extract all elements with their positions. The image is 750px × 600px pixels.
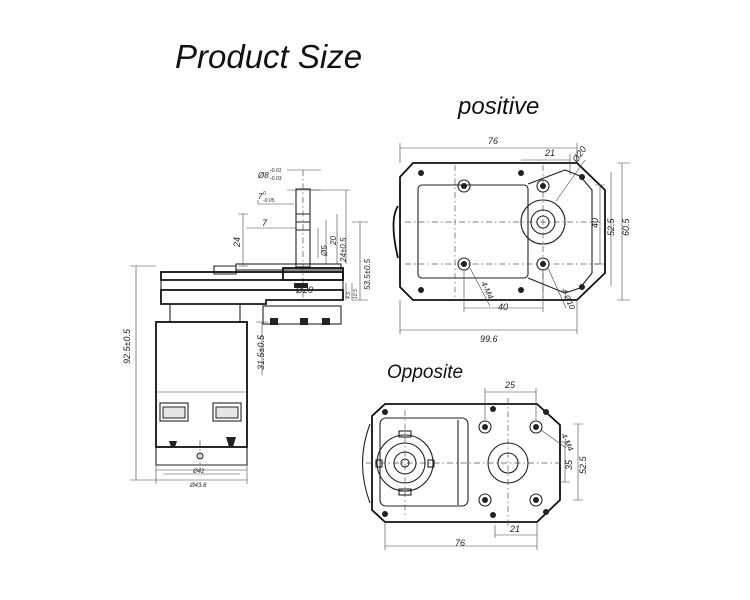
corner-screw <box>418 170 424 176</box>
dim-40-positive-horizontal: 40 <box>498 302 508 312</box>
dim-24: 24 <box>232 237 242 248</box>
dim-52-5-opposite: 52.5 <box>578 455 588 474</box>
output-boss <box>520 199 566 245</box>
dim-flat-tol: 0 <box>263 191 266 197</box>
dim-4-m4-opposite: 4-M4 <box>559 432 575 453</box>
dim-flat-width: 7 <box>258 192 263 201</box>
dim-40-positive-vertical: 40 <box>590 218 600 228</box>
inner-recess <box>417 184 529 279</box>
dim-25-opposite: 25 <box>504 380 516 390</box>
motor-terminal-left <box>159 402 189 422</box>
positive-view-drawing <box>392 143 630 334</box>
dim-21-positive: 21 <box>544 148 555 158</box>
dim-shaft-tol-top: -0.01 <box>270 168 282 174</box>
dim-31-5: 31.5±0.5 <box>256 334 266 370</box>
dim-shaft-diameter: Ø8 <box>257 171 269 180</box>
dim-phi43-8: Ø43.8 <box>189 483 207 489</box>
motor-terminal-right <box>212 402 242 422</box>
side-view-drawing <box>130 169 368 484</box>
opposite-view-drawing <box>361 388 583 550</box>
opposite-view-title: Opposite <box>387 362 464 383</box>
dim-76-positive: 76 <box>488 136 498 146</box>
page-title: Product Size <box>175 38 363 75</box>
dim-20: 20 <box>329 236 338 246</box>
dim-7: 7 <box>262 218 268 228</box>
dim-flat-tol-bottom: -0.05 <box>263 198 275 204</box>
dim-phi20-side: Ø20 <box>295 285 313 295</box>
dim-phi42: Ø42 <box>192 469 205 475</box>
dim-52-5-positive: 52.5 <box>606 217 616 236</box>
dim-99-6-positive: 99.6 <box>480 334 498 344</box>
opposite-output-boss <box>487 442 529 484</box>
dim-92-5: 92.5±0.5 <box>122 328 132 364</box>
motor-body <box>155 321 248 448</box>
dim-phi5: Ø5 <box>320 245 329 257</box>
mount-hole <box>457 179 471 193</box>
dim-10-5: 10.5 <box>353 289 359 299</box>
dim-53-5: 53.5±0.5 <box>363 258 372 290</box>
dim-76-opposite: 76 <box>455 538 465 548</box>
dim-60-5-positive: 60.5 <box>621 217 631 236</box>
dim-phi20-positive: Ø20 <box>570 144 589 164</box>
dim-4-5: 4.5 <box>346 292 352 299</box>
dim-shaft-tol-bottom: -0.03 <box>270 176 282 182</box>
screw-head <box>294 283 308 288</box>
dim-21-opposite: 21 <box>509 524 520 534</box>
motor-housing <box>379 417 469 507</box>
opposite-motor-bulge <box>361 423 371 504</box>
motor-bulge <box>392 205 399 259</box>
positive-view-title: positive <box>458 93 540 120</box>
motor-end-cap <box>376 434 434 492</box>
gearbox-outline <box>399 162 606 301</box>
dim-24-tol: 24±0.5 <box>339 237 348 263</box>
gear-plate-top <box>160 271 344 281</box>
dim-35-opposite: 35 <box>564 459 574 470</box>
gear-plate-bottom <box>160 289 344 305</box>
opposite-mount-hole <box>478 420 492 434</box>
